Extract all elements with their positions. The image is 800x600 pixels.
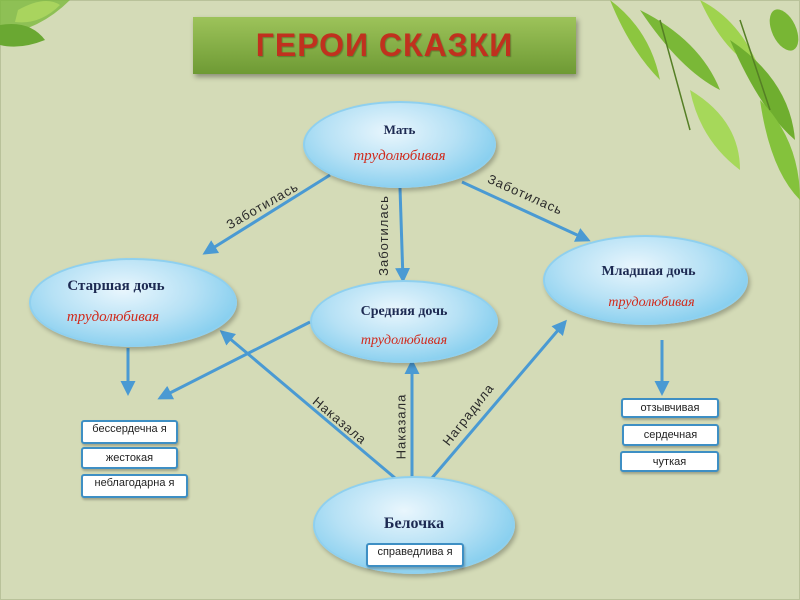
younger-trait-sensitive: чуткая [620,451,719,472]
elder-trait-heartless: бессердечна я [81,420,178,444]
node-middle-daughter: Средняя дочь трудолюбивая [310,280,498,363]
node-elder-daughter: Старшая дочь трудолюбивая [29,258,237,347]
younger-trait-responsive: отзывчивая [621,398,719,418]
younger-trait-warmhearted: сердечная [622,424,719,446]
node-middle-trait: трудолюбивая [312,333,496,349]
node-younger-trait: трудолюбивая [557,295,746,311]
elder-trait-cruel: жестокая [81,447,178,469]
node-elder-name: Старшая дочь [31,278,201,295]
squirrel-trait-tag: справедлива я [366,543,464,567]
node-younger-daughter: Младшая дочь трудолюбивая [543,235,748,325]
node-middle-name: Средняя дочь [312,304,496,320]
node-mother-name: Мать [305,122,494,138]
node-elder-trait: трудолюбивая [31,309,195,326]
arrow-mother-to-middle [400,188,403,280]
elder-trait-ungrateful: неблагодарна я [81,474,188,498]
arrow-mother-to-elder [205,175,330,253]
node-younger-name: Младшая дочь [551,264,746,280]
node-mother: Мать трудолюбивая [303,101,496,188]
node-mother-trait: трудолюбивая [305,148,494,165]
edge-label-punished-mid: Наказала [393,394,408,460]
edge-label-cared-mid: Заботилась [376,195,391,276]
node-squirrel-name: Белочка [315,515,513,533]
